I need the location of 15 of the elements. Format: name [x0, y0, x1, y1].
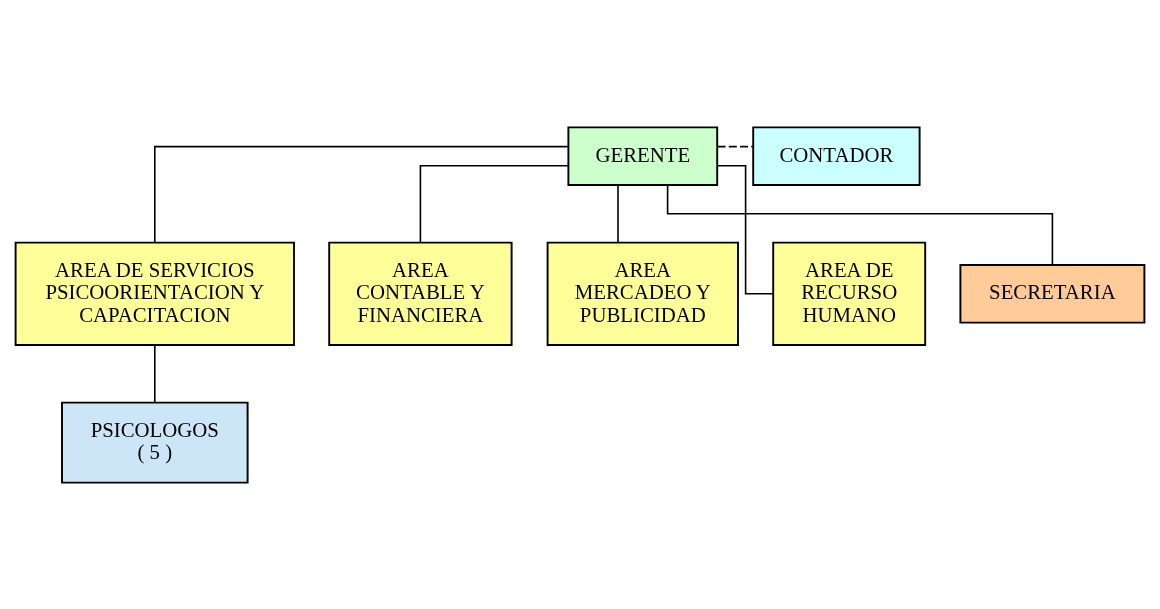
- node-box: CONTADOR: [752, 125, 921, 186]
- node-box: AREA MERCADEO Y PUBLICIDAD: [546, 241, 739, 346]
- connector: [666, 184, 1054, 266]
- connector: [716, 164, 774, 295]
- connector: [419, 164, 569, 243]
- node-box: AREA CONTABLE Y FINANCIERA: [328, 241, 513, 346]
- node-box: GERENTE: [567, 125, 719, 186]
- node-box: AREA DE RECURSO HUMANO: [772, 241, 927, 346]
- node-box: PSICOLOGOS ( 5 ): [61, 401, 249, 484]
- connector: [154, 343, 156, 403]
- connector: [617, 184, 619, 243]
- connector: [716, 145, 754, 147]
- node-box: AREA DE SERVICIOS PSICOORIENTACION Y CAPACITACION: [14, 241, 295, 346]
- connector: [154, 145, 569, 243]
- node-box: SECRETARIA: [959, 263, 1146, 324]
